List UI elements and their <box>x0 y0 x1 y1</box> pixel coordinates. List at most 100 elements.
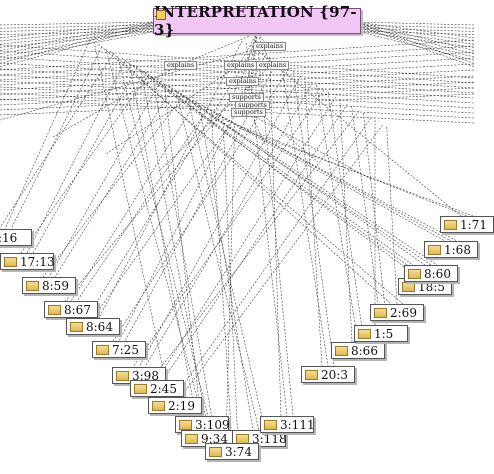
quotation-node[interactable]: 1:68 <box>424 241 478 258</box>
connector-line <box>26 60 126 254</box>
connector-line <box>246 42 288 417</box>
document-icon <box>305 369 318 380</box>
connector-line <box>98 43 404 305</box>
document-icon <box>335 345 348 356</box>
connector-line <box>238 32 258 66</box>
connector-line <box>0 98 475 124</box>
connector-line <box>109 50 392 305</box>
connector-line <box>0 27 159 32</box>
connector-line <box>117 55 209 417</box>
connector-line <box>211 80 242 129</box>
quotation-label: 2:19 <box>168 398 195 413</box>
document-icon <box>116 370 129 381</box>
quotation-node[interactable]: 1:71 <box>440 216 494 233</box>
connector-line <box>105 64 240 155</box>
connector-line <box>0 45 475 76</box>
connector-line <box>52 64 180 138</box>
quotation-node[interactable]: 3:118 <box>232 430 287 447</box>
connector-line <box>140 69 209 431</box>
connector-line <box>0 24 159 42</box>
connector-line <box>0 53 114 228</box>
connector-line <box>210 111 233 444</box>
document-icon <box>70 321 83 332</box>
connector-line <box>0 45 269 121</box>
quotation-label: 18:5 <box>418 279 445 294</box>
quotation-node[interactable]: 8:67 <box>44 301 98 318</box>
document-icon <box>26 280 39 291</box>
connector-line <box>0 24 159 55</box>
root-node[interactable]: INTERPRETATION {97-3} <box>153 3 361 39</box>
quotation-node[interactable]: 20:3 <box>301 366 355 383</box>
connector-line <box>250 44 462 217</box>
quotation-label: 8:66 <box>351 343 378 358</box>
connector-line <box>226 120 468 217</box>
document-icon <box>264 419 277 430</box>
connector-line <box>0 27 159 45</box>
document-icon <box>185 433 198 444</box>
quotation-node[interactable]: 8:60 <box>404 265 458 282</box>
connector-line <box>0 69 475 96</box>
connector-line <box>355 21 475 39</box>
connector-line <box>355 24 475 55</box>
connector-line <box>4 39 91 230</box>
quotation-node[interactable]: 17:13 <box>0 253 55 270</box>
document-icon <box>179 419 192 430</box>
quotation-node[interactable]: 8:66 <box>331 342 385 359</box>
connector-line <box>386 126 398 305</box>
quotation-node[interactable]: 7:25 <box>92 341 146 358</box>
connector-line <box>92 123 231 319</box>
quotation-label: 2:45 <box>150 381 177 396</box>
connector-line <box>355 27 475 32</box>
quotation-node[interactable]: 1:5 <box>354 325 408 342</box>
connector-line <box>0 27 159 58</box>
quotation-label: 3:98 <box>132 368 159 383</box>
quotation-label: 3:109 <box>195 417 230 432</box>
quotation-label: 3:111 <box>280 417 315 432</box>
document-icon <box>358 328 371 339</box>
connector-line <box>240 32 258 82</box>
document-icon <box>209 446 222 457</box>
connector-line <box>355 21 475 51</box>
connector-line <box>199 104 254 431</box>
relation-label: explains <box>253 42 287 51</box>
connector-line <box>0 24 159 67</box>
connector-line <box>70 102 196 302</box>
quotation-node[interactable]: 3:109 <box>175 416 230 433</box>
connector-line <box>132 89 325 368</box>
connector-line <box>0 24 159 29</box>
connector-line <box>304 77 323 367</box>
quotation-node[interactable]: 2:69 <box>370 304 424 321</box>
quotation-node[interactable]: 2:19 <box>148 397 202 414</box>
connector-line <box>0 80 475 109</box>
connector-line <box>129 62 197 417</box>
quotation-label: 3:74 <box>225 444 252 459</box>
connector-line <box>86 47 255 319</box>
connector-line <box>178 32 258 66</box>
quotation-node[interactable]: 8:64 <box>66 318 120 335</box>
connector-line <box>0 92 475 119</box>
quotation-node[interactable]: 2:45 <box>130 380 184 397</box>
quotation-label: :16 <box>0 230 18 245</box>
connector-line <box>162 103 348 381</box>
relation-label: supports <box>231 108 266 117</box>
quotation-node[interactable]: 3:74 <box>205 443 259 460</box>
quotation-node[interactable]: 8:59 <box>22 277 76 294</box>
document-icon <box>444 219 457 230</box>
connector-line <box>175 90 260 431</box>
connector-line <box>245 111 372 180</box>
connector-line <box>0 39 475 71</box>
quotation-label: 9:34 <box>201 431 228 446</box>
connector-line <box>269 56 282 417</box>
connector-line <box>215 113 446 242</box>
connector-line <box>48 81 161 278</box>
quotation-node[interactable]: :16 <box>0 229 32 246</box>
connector-line <box>93 41 170 398</box>
quotation-label: 7:25 <box>112 342 139 357</box>
connector-line <box>327 91 365 343</box>
connector-line <box>187 97 266 431</box>
document-icon <box>4 256 17 267</box>
quotation-label: 8:64 <box>86 319 113 334</box>
relation-label: explains <box>164 61 198 70</box>
connector-lines <box>0 21 475 444</box>
quotation-node[interactable]: 3:111 <box>260 416 315 433</box>
